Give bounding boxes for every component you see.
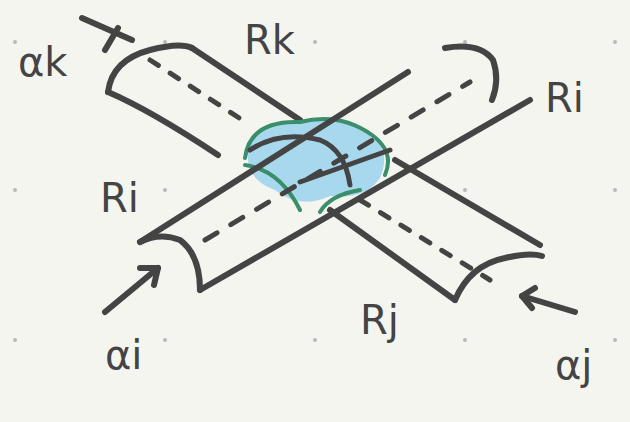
- ribbon-i: [140, 47, 530, 291]
- grid-dots: [13, 40, 617, 342]
- arrows: [82, 18, 575, 312]
- math-label: Ri: [545, 78, 584, 118]
- math-label: Ri: [100, 178, 139, 218]
- math-label: αi: [105, 335, 142, 375]
- math-label: αj: [555, 345, 592, 385]
- math-label: Rj: [360, 300, 399, 340]
- math-label: αk: [18, 42, 68, 82]
- math-label: Rk: [244, 20, 295, 60]
